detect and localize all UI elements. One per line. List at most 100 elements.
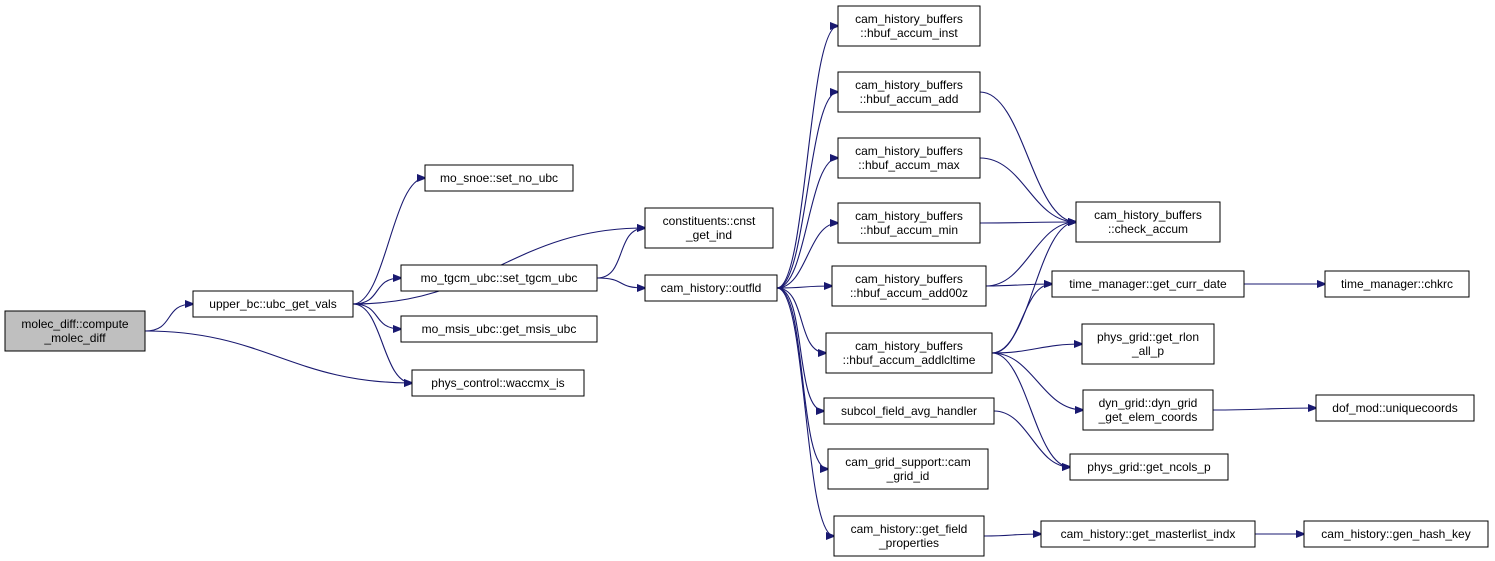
edge-hbuf-accum-addlcltime-to-get-ncols-p [991, 352, 1070, 467]
node-box [1315, 394, 1475, 422]
edge-hbuf-accum-addlcltime-to-dyn-grid-get-elem-coords [991, 352, 1083, 410]
node-label-line: time_manager::chkrc [1341, 277, 1453, 291]
edge-molec-diff-to-waccmx-is [144, 330, 412, 383]
node-label-line: cam_history_buffers [855, 339, 963, 353]
node-label-line: upper_bc::ubc_get_vals [209, 297, 336, 311]
node-hbuf-accum-max[interactable]: cam_history_buffers::hbuf_accum_max [837, 137, 981, 179]
node-label-line: dyn_grid::dyn_grid [1099, 396, 1198, 410]
node-label-line: _get_elem_coords [1098, 410, 1198, 424]
edge-outfld-to-cam-grid-id [776, 287, 828, 469]
edge-hbuf-accum-max-to-check-accum [979, 157, 1076, 222]
node-box [192, 290, 354, 318]
edge-set-tgcm-ubc-to-cnst-get-ind [596, 228, 645, 279]
node-label-line: _molec_diff [43, 331, 106, 345]
node-box [837, 71, 981, 113]
node-get-field-properties[interactable]: cam_history::get_field_properties [833, 515, 985, 557]
node-box [827, 448, 989, 490]
node-box [644, 274, 778, 302]
node-label-line: ::hbuf_accum_addlcltime [843, 353, 976, 367]
node-hbuf-accum-inst[interactable]: cam_history_buffers::hbuf_accum_inst [837, 5, 981, 47]
node-get-masterlist-indx[interactable]: cam_history::get_masterlist_indx [1040, 520, 1256, 548]
node-box [837, 137, 981, 179]
node-box [833, 515, 985, 557]
edge-outfld-to-subcol-field-avg-handler [776, 287, 824, 411]
node-cam-grid-id[interactable]: cam_grid_support::cam_grid_id [827, 448, 989, 490]
node-get-msis-ubc[interactable]: mo_msis_ubc::get_msis_ubc [400, 315, 598, 343]
node-chkrc[interactable]: time_manager::chkrc [1324, 270, 1470, 298]
node-label-line: cam_history_buffers [1094, 208, 1202, 222]
node-hbuf-accum-min[interactable]: cam_history_buffers::hbuf_accum_min [837, 202, 981, 244]
node-hbuf-accum-add[interactable]: cam_history_buffers::hbuf_accum_add [837, 71, 981, 113]
node-molec-diff[interactable]: molec_diff::compute_molec_diff [4, 310, 146, 352]
node-box [400, 264, 598, 292]
node-label-line: ::hbuf_accum_min [860, 223, 958, 237]
edge-dyn-grid-get-elem-coords-to-uniquecoords [1212, 408, 1316, 410]
node-label-line: _grid_id [886, 469, 930, 483]
node-label-line: constituents::cnst [663, 214, 756, 228]
node-gen-hash-key[interactable]: cam_history::gen_hash_key [1303, 520, 1489, 548]
node-box [411, 369, 585, 397]
node-label-line: _all_p [1131, 344, 1164, 358]
node-hbuf-accum-add00z[interactable]: cam_history_buffers::hbuf_accum_add00z [831, 265, 987, 307]
call-edges [144, 26, 1325, 536]
node-label-line: ::hbuf_accum_max [858, 158, 959, 172]
node-box [424, 164, 574, 192]
node-label-line: phys_control::waccmx_is [431, 376, 564, 390]
node-label-line: mo_tgcm_ubc::set_tgcm_ubc [421, 271, 578, 285]
node-get-curr-date[interactable]: time_manager::get_curr_date [1051, 270, 1245, 298]
function-nodes: molec_diff::compute_molec_diff upper_bc::… [4, 5, 1489, 557]
edge-outfld-to-hbuf-accum-add00z [776, 286, 832, 288]
edge-molec-diff-to-ubc-get-vals [144, 304, 193, 332]
node-cnst-get-ind[interactable]: constituents::cnst_get_ind [644, 207, 774, 249]
node-label-line: time_manager::get_curr_date [1069, 277, 1227, 291]
node-box [1075, 201, 1221, 243]
edge-outfld-to-hbuf-accum-inst [776, 26, 838, 289]
node-label-line: phys_grid::get_ncols_p [1087, 460, 1211, 474]
node-subcol-field-avg-handler[interactable]: subcol_field_avg_handler [823, 397, 995, 425]
edge-hbuf-accum-min-to-check-accum [979, 222, 1076, 223]
node-check-accum[interactable]: cam_history_buffers::check_accum [1075, 201, 1221, 243]
node-box [825, 332, 993, 374]
node-box [823, 397, 995, 425]
node-label-line: _get_ind [685, 228, 732, 242]
edge-outfld-to-get-field-properties [776, 287, 834, 536]
node-ubc-get-vals[interactable]: upper_bc::ubc_get_vals [192, 290, 354, 318]
node-label-line: ::check_accum [1108, 222, 1188, 236]
node-dyn-grid-get-elem-coords[interactable]: dyn_grid::dyn_grid_get_elem_coords [1082, 389, 1214, 431]
node-box [1303, 520, 1489, 548]
edge-get-field-properties-to-get-masterlist-indx [983, 534, 1041, 536]
node-label-line: cam_history_buffers [855, 272, 963, 286]
node-label-line: cam_history::outfld [661, 281, 762, 295]
node-box [1040, 520, 1256, 548]
edge-hbuf-accum-add-to-check-accum [979, 91, 1076, 222]
node-box [1324, 270, 1470, 298]
node-waccmx-is[interactable]: phys_control::waccmx_is [411, 369, 585, 397]
edge-hbuf-accum-addlcltime-to-get-rlon-all-p [991, 344, 1082, 354]
node-set-tgcm-ubc[interactable]: mo_tgcm_ubc::set_tgcm_ubc [400, 264, 598, 292]
node-label-line: molec_diff::compute [21, 317, 128, 331]
edge-hbuf-accum-add00z-to-check-accum [985, 222, 1076, 287]
node-box [1081, 323, 1215, 365]
node-label-line: cam_history::get_field [851, 522, 968, 536]
node-label-line: cam_history_buffers [855, 78, 963, 92]
node-label-line: ::hbuf_accum_add00z [850, 286, 968, 300]
edge-outfld-to-hbuf-accum-max [776, 158, 838, 289]
edge-ubc-get-vals-to-set-tgcm-ubc [352, 278, 401, 305]
node-label-line: mo_snoe::set_no_ubc [440, 171, 558, 185]
node-set-no-ubc[interactable]: mo_snoe::set_no_ubc [424, 164, 574, 192]
node-label-line: _properties [878, 536, 939, 550]
node-uniquecoords[interactable]: dof_mod::uniquecoords [1315, 394, 1475, 422]
edge-outfld-to-hbuf-accum-addlcltime [776, 287, 826, 353]
node-label-line: dof_mod::uniquecoords [1332, 401, 1457, 415]
node-outfld[interactable]: cam_history::outfld [644, 274, 778, 302]
node-box [837, 5, 981, 47]
node-get-ncols-p[interactable]: phys_grid::get_ncols_p [1069, 453, 1229, 481]
node-box [1082, 389, 1214, 431]
edge-hbuf-accum-addlcltime-to-get-curr-date [991, 284, 1052, 354]
node-hbuf-accum-addlcltime[interactable]: cam_history_buffers::hbuf_accum_addlclti… [825, 332, 993, 374]
node-label-line: subcol_field_avg_handler [841, 404, 977, 418]
node-label-line: phys_grid::get_rlon [1097, 330, 1199, 344]
node-box [644, 207, 774, 249]
node-get-rlon-all-p[interactable]: phys_grid::get_rlon_all_p [1081, 323, 1215, 365]
